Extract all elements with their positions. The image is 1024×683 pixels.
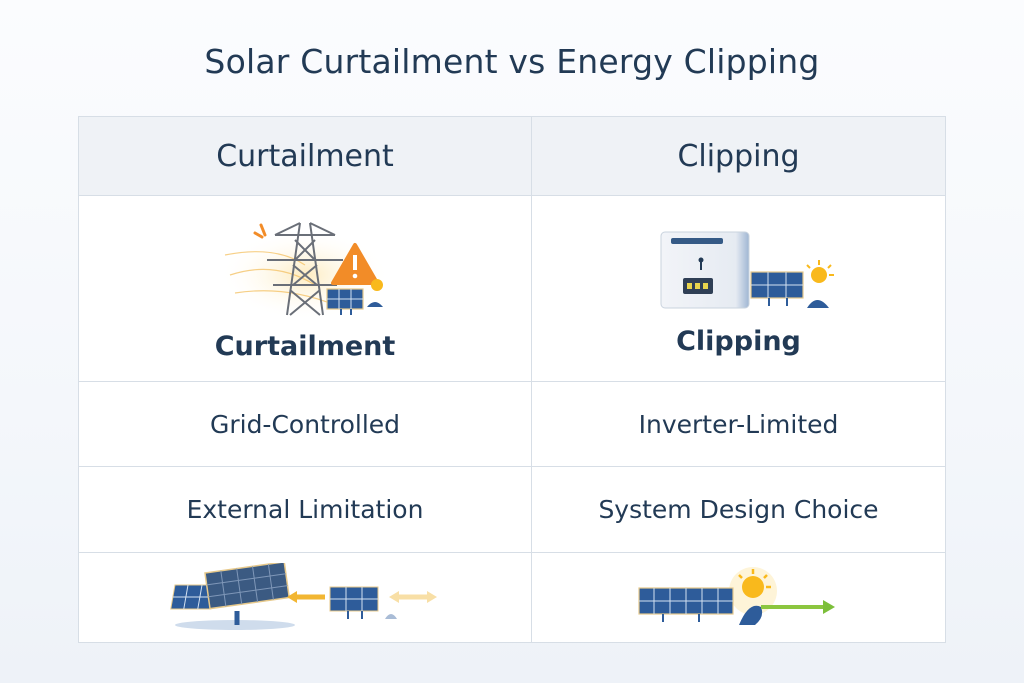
comparison-table: Curtailment Clipping [78,116,946,643]
curtailment-illustration-label: Curtailment [214,331,396,362]
column-header-clipping: Clipping [532,117,945,196]
curtailment-row-1: Grid-Controlled [79,382,532,467]
clipping-illustration-label: Clipping [676,326,801,357]
column-header-curtailment: Curtailment [79,117,532,196]
curtailment-row-2: External Limitation [79,467,532,553]
curtailment-illustration-cell: Curtailment [79,196,532,382]
clipping-row-1: Inverter-Limited [532,382,945,467]
curtailment-footer-cell [79,553,532,642]
inverter-solar-panel-icon [660,231,834,309]
clipping-footer-cell [532,553,945,642]
solar-panel-forward-flow-icon [637,566,835,625]
solar-panels-reverse-flow-icon [170,562,437,630]
clipping-row-2: System Design Choice [532,467,945,553]
transmission-tower-warning-icon [220,222,390,320]
clipping-illustration-cell: Clipping [532,196,945,382]
page-title: Solar Curtailment vs Energy Clipping [204,42,820,81]
